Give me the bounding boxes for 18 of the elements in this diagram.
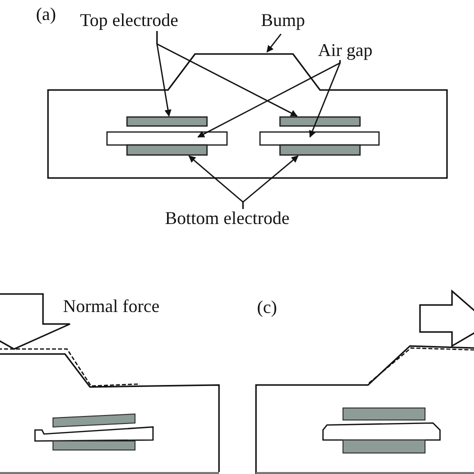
top-electrode [279, 116, 361, 127]
leader-line [197, 60, 341, 138]
part-label: Bottom electrode [165, 208, 290, 228]
bottom-electrode [126, 144, 208, 156]
leader-line [266, 34, 282, 53]
part-label: Top electrode [80, 10, 178, 30]
leader-line [242, 156, 299, 209]
leader-line [156, 31, 298, 117]
top-electrode [126, 116, 208, 127]
air-gap-layer [259, 131, 380, 146]
force-label: Normal force [63, 296, 160, 316]
air-gap-layer [106, 131, 228, 146]
leader-line [309, 60, 341, 138]
part-label: Air gap [318, 40, 372, 60]
bottom-electrode [279, 144, 361, 156]
panel-label: (a) [36, 4, 56, 24]
part-label: Bump [261, 10, 306, 30]
panel-label: (c) [257, 297, 277, 317]
